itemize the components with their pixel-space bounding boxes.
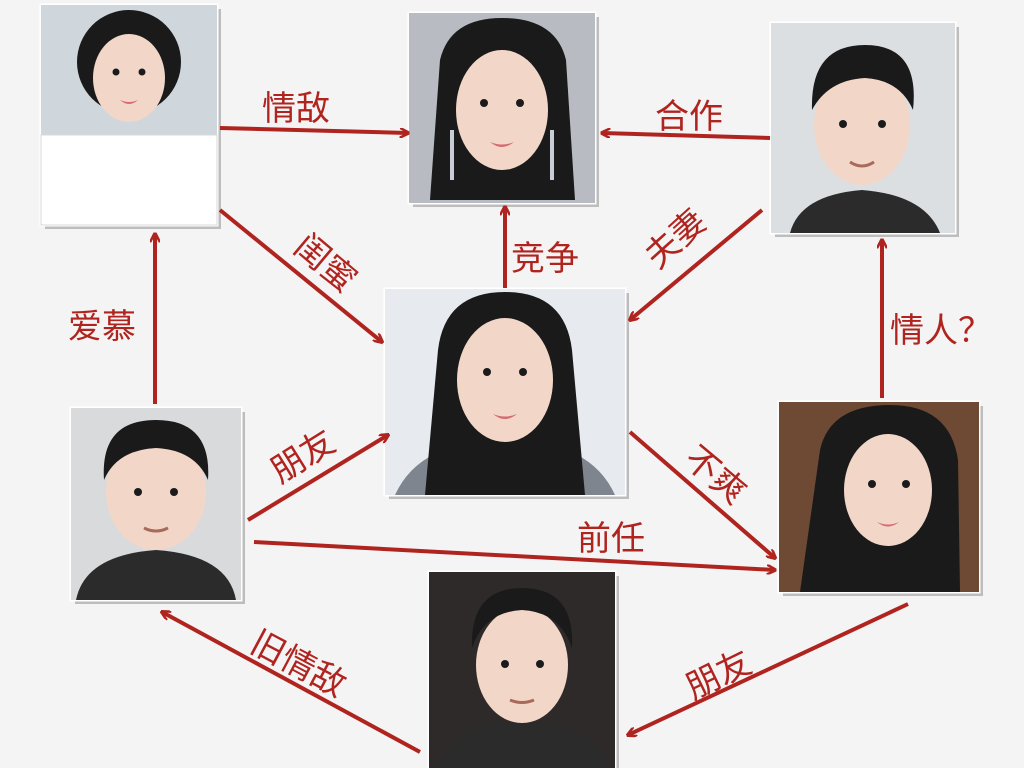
label-old-rival: 旧情敌: [244, 623, 353, 706]
arrow-friend-bottom: [628, 602, 909, 735]
label-lover: 情人？: [890, 311, 992, 351]
label-ex: 前任: [577, 519, 645, 559]
portrait-top-right: [769, 21, 959, 237]
arrow-ex: [253, 540, 775, 570]
arrow-cooperate: [602, 133, 771, 140]
portrait-top-left: [39, 3, 221, 229]
portrait-middle-right: [777, 400, 983, 596]
arrow-best-friend: [218, 208, 382, 342]
portrait-top-center: [407, 11, 599, 207]
arrow-spouse: [630, 208, 764, 320]
label-dislike: 不爽: [676, 438, 754, 512]
label-cooperate: 合作: [655, 97, 723, 137]
relationship-arrows: [155, 126, 909, 754]
arrow-dislike: [628, 430, 775, 558]
label-admire: 爱慕: [68, 307, 136, 347]
portrait-center: [383, 287, 629, 499]
label-best-friend: 闺蜜: [286, 226, 364, 300]
label-rival-love: 情敌: [262, 89, 330, 129]
arrow-friend-center: [246, 435, 388, 522]
portrait-middle-left: [69, 406, 245, 604]
arrow-rival-love: [219, 126, 408, 133]
arrow-old-rival: [162, 612, 421, 754]
label-compete: 竞争: [511, 239, 579, 279]
label-friend-bottom: 朋友: [679, 642, 758, 708]
portrait-bottom-center: [427, 570, 619, 768]
label-spouse: 夫妻: [637, 201, 714, 276]
label-friend-center: 朋友: [264, 422, 343, 492]
